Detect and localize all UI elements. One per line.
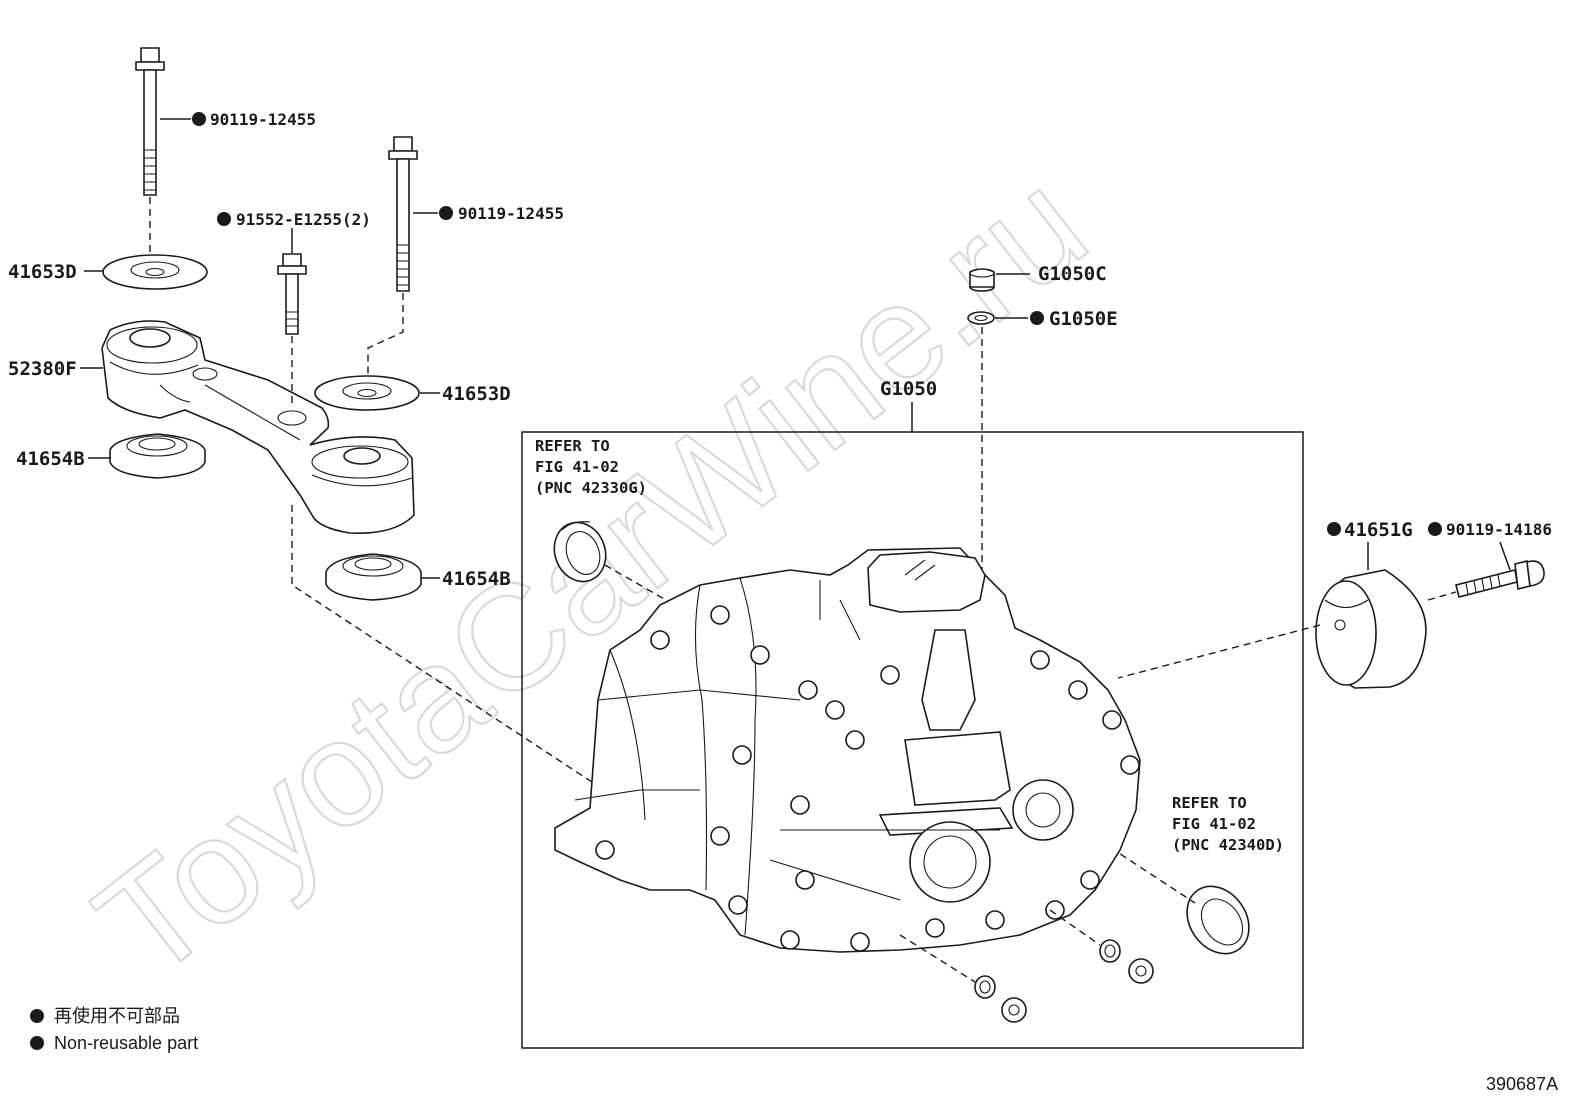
drain-plug-g1050c[interactable]: [969, 268, 995, 292]
svg-text:(PNC 42330G): (PNC 42330G): [535, 479, 647, 497]
non-reusable-marker: [1030, 311, 1044, 325]
svg-text:REFER TO: REFER TO: [535, 437, 610, 455]
non-reusable-marker: [30, 1036, 44, 1050]
gasket-g1050e[interactable]: [967, 311, 995, 325]
legend: 再使用不可部品 Non-reusable part: [30, 1006, 198, 1053]
part-label-g1050c[interactable]: G1050C: [1038, 263, 1107, 285]
non-reusable-marker: [1428, 522, 1442, 536]
non-reusable-marker: [439, 206, 453, 220]
washer-41653d-top[interactable]: [102, 254, 208, 290]
svg-text:REFER TO: REFER TO: [1172, 794, 1247, 812]
non-reusable-marker: [1327, 522, 1341, 536]
transaxle-housing[interactable]: [554, 547, 1141, 953]
part-label-90119-12455-mid[interactable]: 90119-12455: [458, 204, 564, 223]
washer-41653d-mid[interactable]: [314, 375, 420, 411]
oil-seal-left[interactable]: [546, 515, 614, 588]
part-label-41653d-top[interactable]: 41653D: [8, 261, 77, 283]
drain-bolt-right[interactable]: [1128, 958, 1154, 984]
part-label-90119-12455-top[interactable]: 90119-12455: [210, 110, 316, 129]
non-reusable-marker: [192, 112, 206, 126]
part-label-90119-14186[interactable]: 90119-14186: [1446, 520, 1552, 539]
drain-gasket-left[interactable]: [974, 975, 996, 999]
dynamic-damper-41651g[interactable]: [1315, 569, 1427, 689]
non-reusable-marker: [30, 1009, 44, 1023]
figure-id: 390687A: [1486, 1074, 1558, 1094]
part-label-g1050[interactable]: G1050: [880, 378, 937, 400]
refer-note-right[interactable]: REFER TO FIG 41-02 (PNC 42340D): [1172, 794, 1284, 854]
bolt-mid[interactable]: [388, 136, 418, 292]
bolt-small[interactable]: [277, 253, 307, 335]
part-label-g1050e[interactable]: G1050E: [1049, 308, 1118, 330]
svg-text:FIG 41-02: FIG 41-02: [535, 458, 619, 476]
damper-bolt[interactable]: [1455, 560, 1545, 598]
part-label-41654b-right[interactable]: 41654B: [442, 568, 511, 590]
bracket-52380f[interactable]: [101, 320, 415, 534]
bolt-top-left[interactable]: [135, 47, 165, 196]
legend-label-en: Non-reusable part: [54, 1033, 198, 1053]
bushing-41654b-right[interactable]: [325, 553, 422, 601]
legend-label-jp: 再使用不可部品: [54, 1006, 180, 1026]
bushing-41654b-left[interactable]: [109, 433, 206, 479]
part-label-91552-e1255[interactable]: 91552-E1255(2): [236, 210, 371, 229]
svg-text:(PNC 42340D): (PNC 42340D): [1172, 836, 1284, 854]
part-label-41651g[interactable]: 41651G: [1344, 519, 1413, 541]
transaxle-assembly-frame: [521, 431, 1304, 1049]
housing-bolts: [595, 605, 1140, 952]
oil-seal-right[interactable]: [1174, 874, 1261, 965]
non-reusable-marker: [217, 212, 231, 226]
refer-note-left[interactable]: REFER TO FIG 41-02 (PNC 42330G): [535, 437, 647, 497]
drain-gasket-right[interactable]: [1099, 939, 1121, 963]
svg-text:FIG 41-02: FIG 41-02: [1172, 815, 1256, 833]
drain-bolt-left[interactable]: [1001, 997, 1027, 1023]
part-label-41653d-mid[interactable]: 41653D: [442, 383, 511, 405]
part-label-52380f[interactable]: 52380F: [8, 358, 77, 380]
part-label-41654b-left[interactable]: 41654B: [16, 448, 85, 470]
